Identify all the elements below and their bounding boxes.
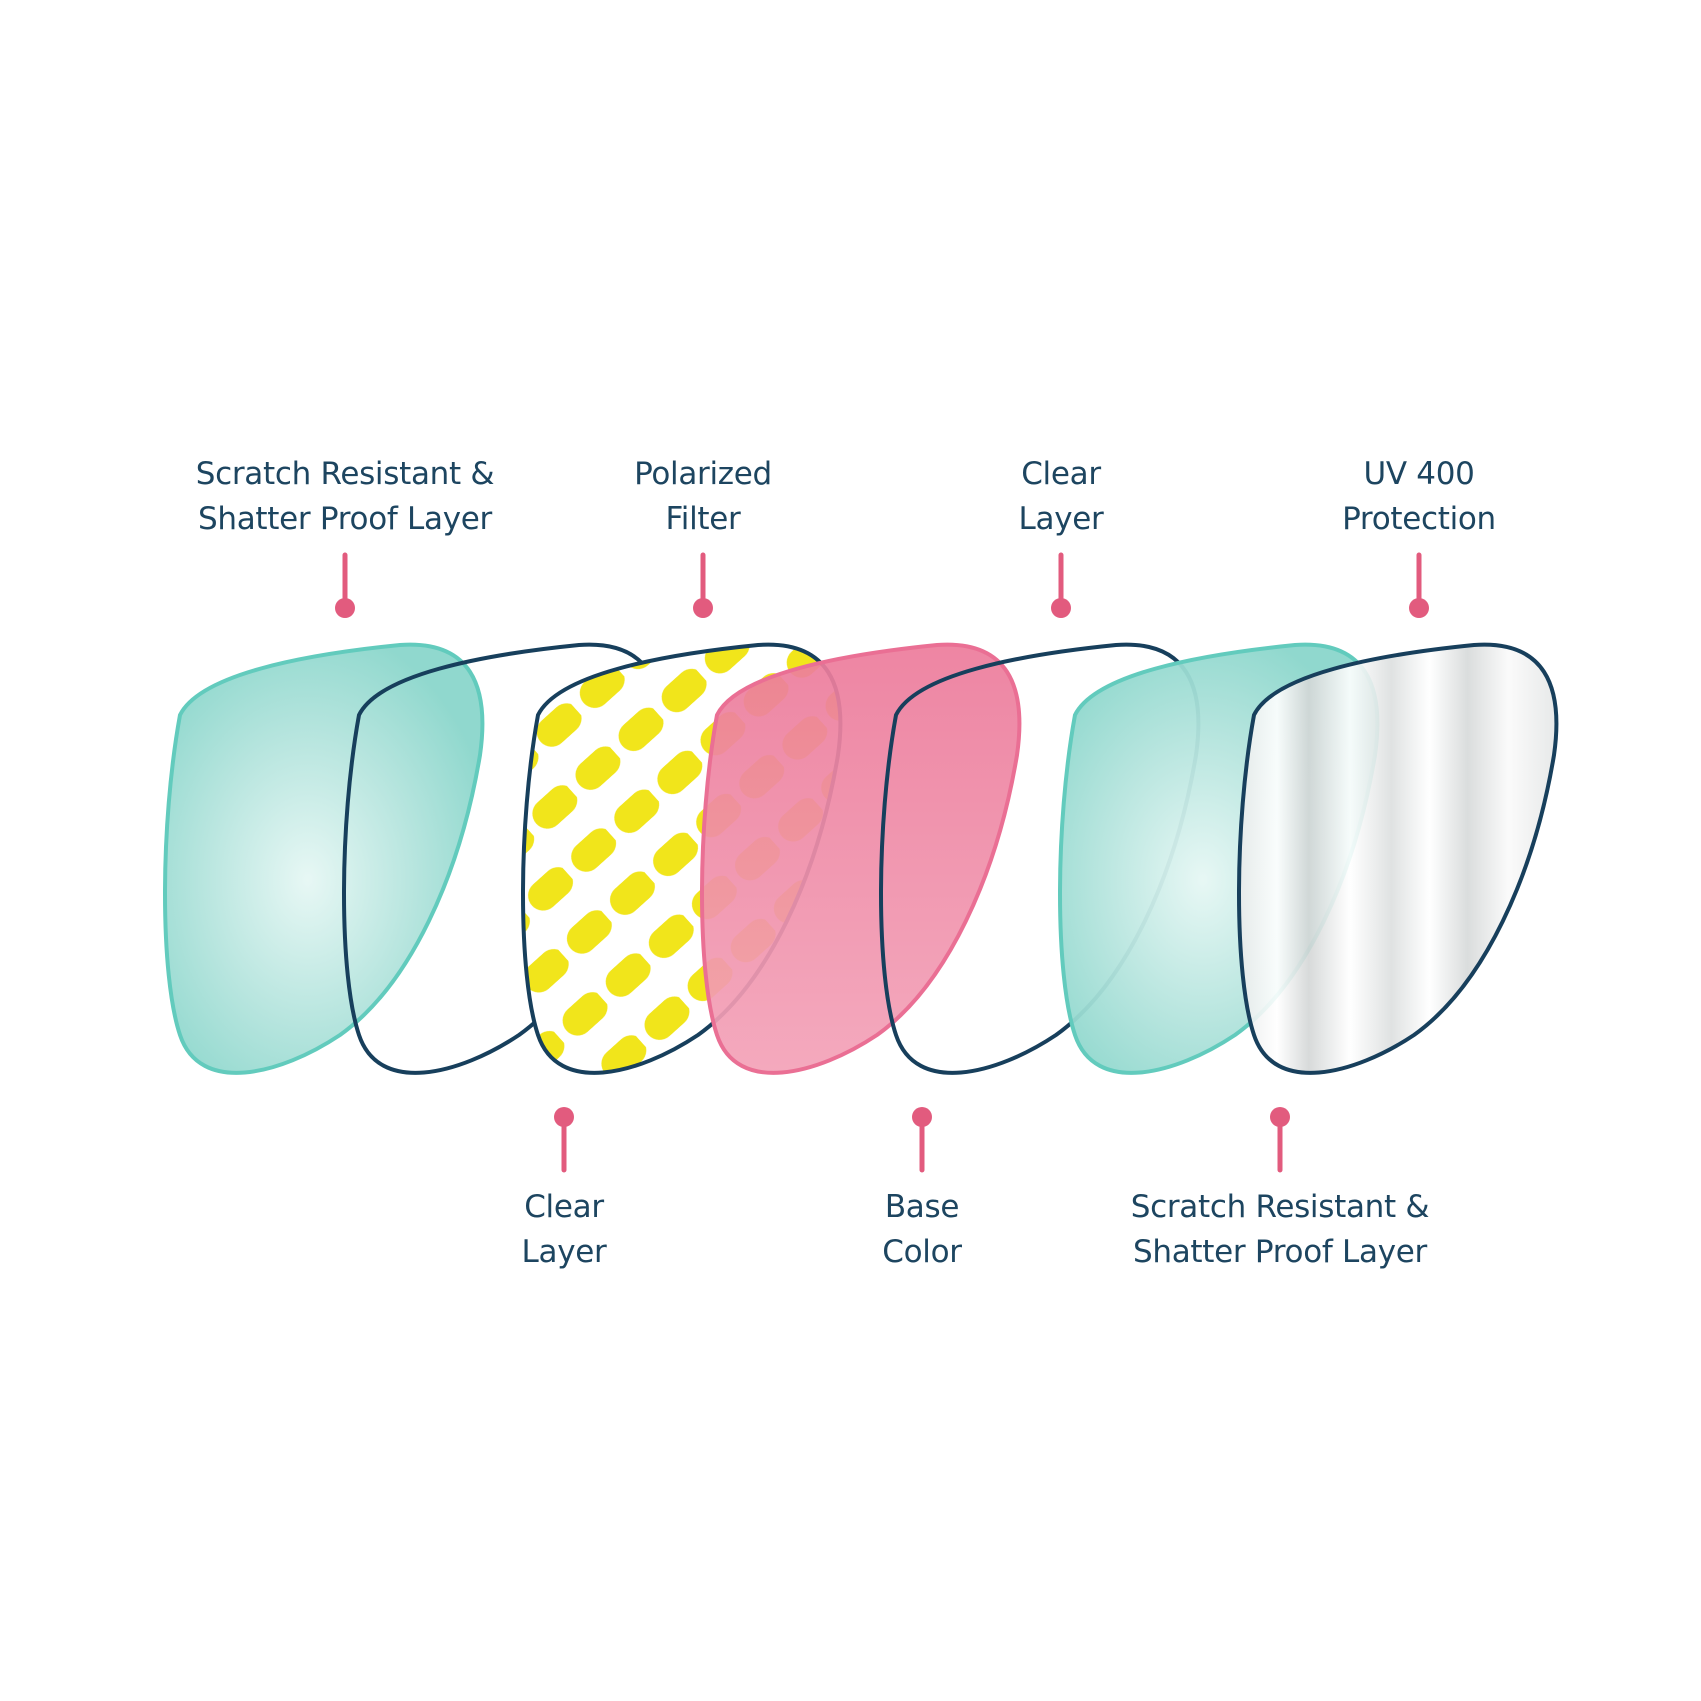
label-line-2: Layer xyxy=(521,1234,607,1270)
lens-uv-400-protection xyxy=(1237,642,1559,1075)
label-line-2: Color xyxy=(882,1234,962,1270)
label-line-1: UV 400 xyxy=(1363,456,1475,492)
pointer-dot-uv-400-protection xyxy=(1409,598,1429,618)
lens-scratch-resistant-front xyxy=(163,642,485,1075)
pointer-dot-clear-layer-2 xyxy=(1051,598,1071,618)
pointer-dot-scratch-resistant-front xyxy=(335,598,355,618)
label-line-1: Base xyxy=(884,1189,960,1225)
lens-base-color xyxy=(700,642,1022,1075)
label-line-2: Filter xyxy=(665,501,741,537)
label-scratch-resistant-back: Scratch Resistant & Shatter Proof Layer xyxy=(1131,1185,1430,1275)
label-line-1: Scratch Resistant & xyxy=(195,456,495,492)
pointer-dot-clear-layer-1 xyxy=(554,1107,574,1127)
pointer-dot-scratch-resistant-back xyxy=(1270,1107,1290,1127)
label-line-2: Protection xyxy=(1342,501,1496,537)
label-line-2: Layer xyxy=(1018,501,1104,537)
label-scratch-resistant-front: Scratch Resistant & Shatter Proof Layer xyxy=(196,452,495,542)
pointer-dot-base-color xyxy=(912,1107,932,1127)
label-line-2: Shatter Proof Layer xyxy=(1133,1234,1427,1270)
label-line-1: Clear xyxy=(1021,456,1101,492)
pointer-dot-polarized-filter xyxy=(693,598,713,618)
label-line-1: Clear xyxy=(524,1189,604,1225)
label-line-1: Scratch Resistant & xyxy=(1130,1189,1430,1225)
label-line-2: Shatter Proof Layer xyxy=(198,501,492,537)
label-line-1: Polarized xyxy=(634,456,772,492)
